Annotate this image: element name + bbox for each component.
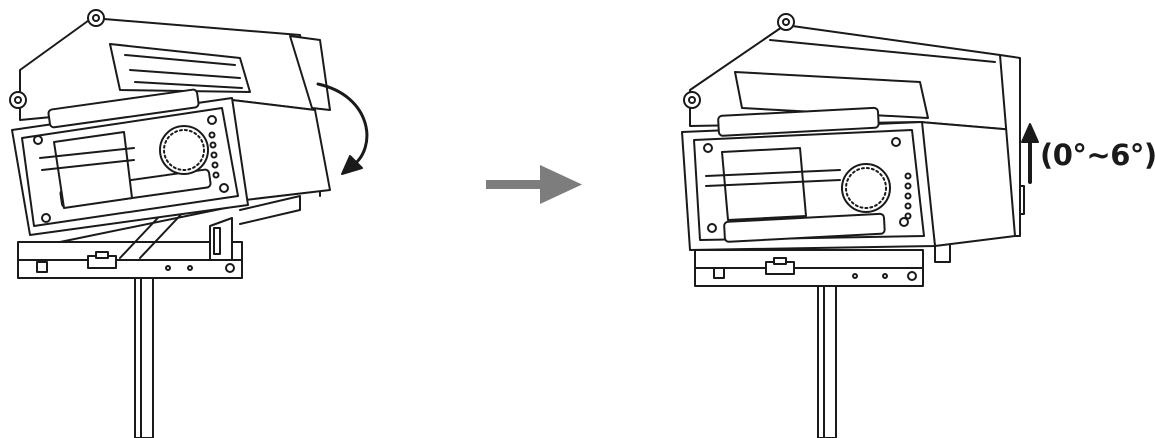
tilt-angle-label: (0°~6°) <box>1040 138 1155 172</box>
speaker-cabinet <box>9 9 331 236</box>
speaker-after-tilt <box>681 13 1039 438</box>
mount-bracket <box>17 177 321 279</box>
up-arrow-icon <box>1021 123 1039 184</box>
speaker-cabinet <box>681 13 1021 251</box>
curved-arrow-icon <box>316 82 369 175</box>
stand-pole <box>817 284 837 438</box>
speaker-before-tilt <box>9 9 369 438</box>
stand-pole <box>134 277 154 438</box>
right-arrow-icon <box>486 165 582 204</box>
